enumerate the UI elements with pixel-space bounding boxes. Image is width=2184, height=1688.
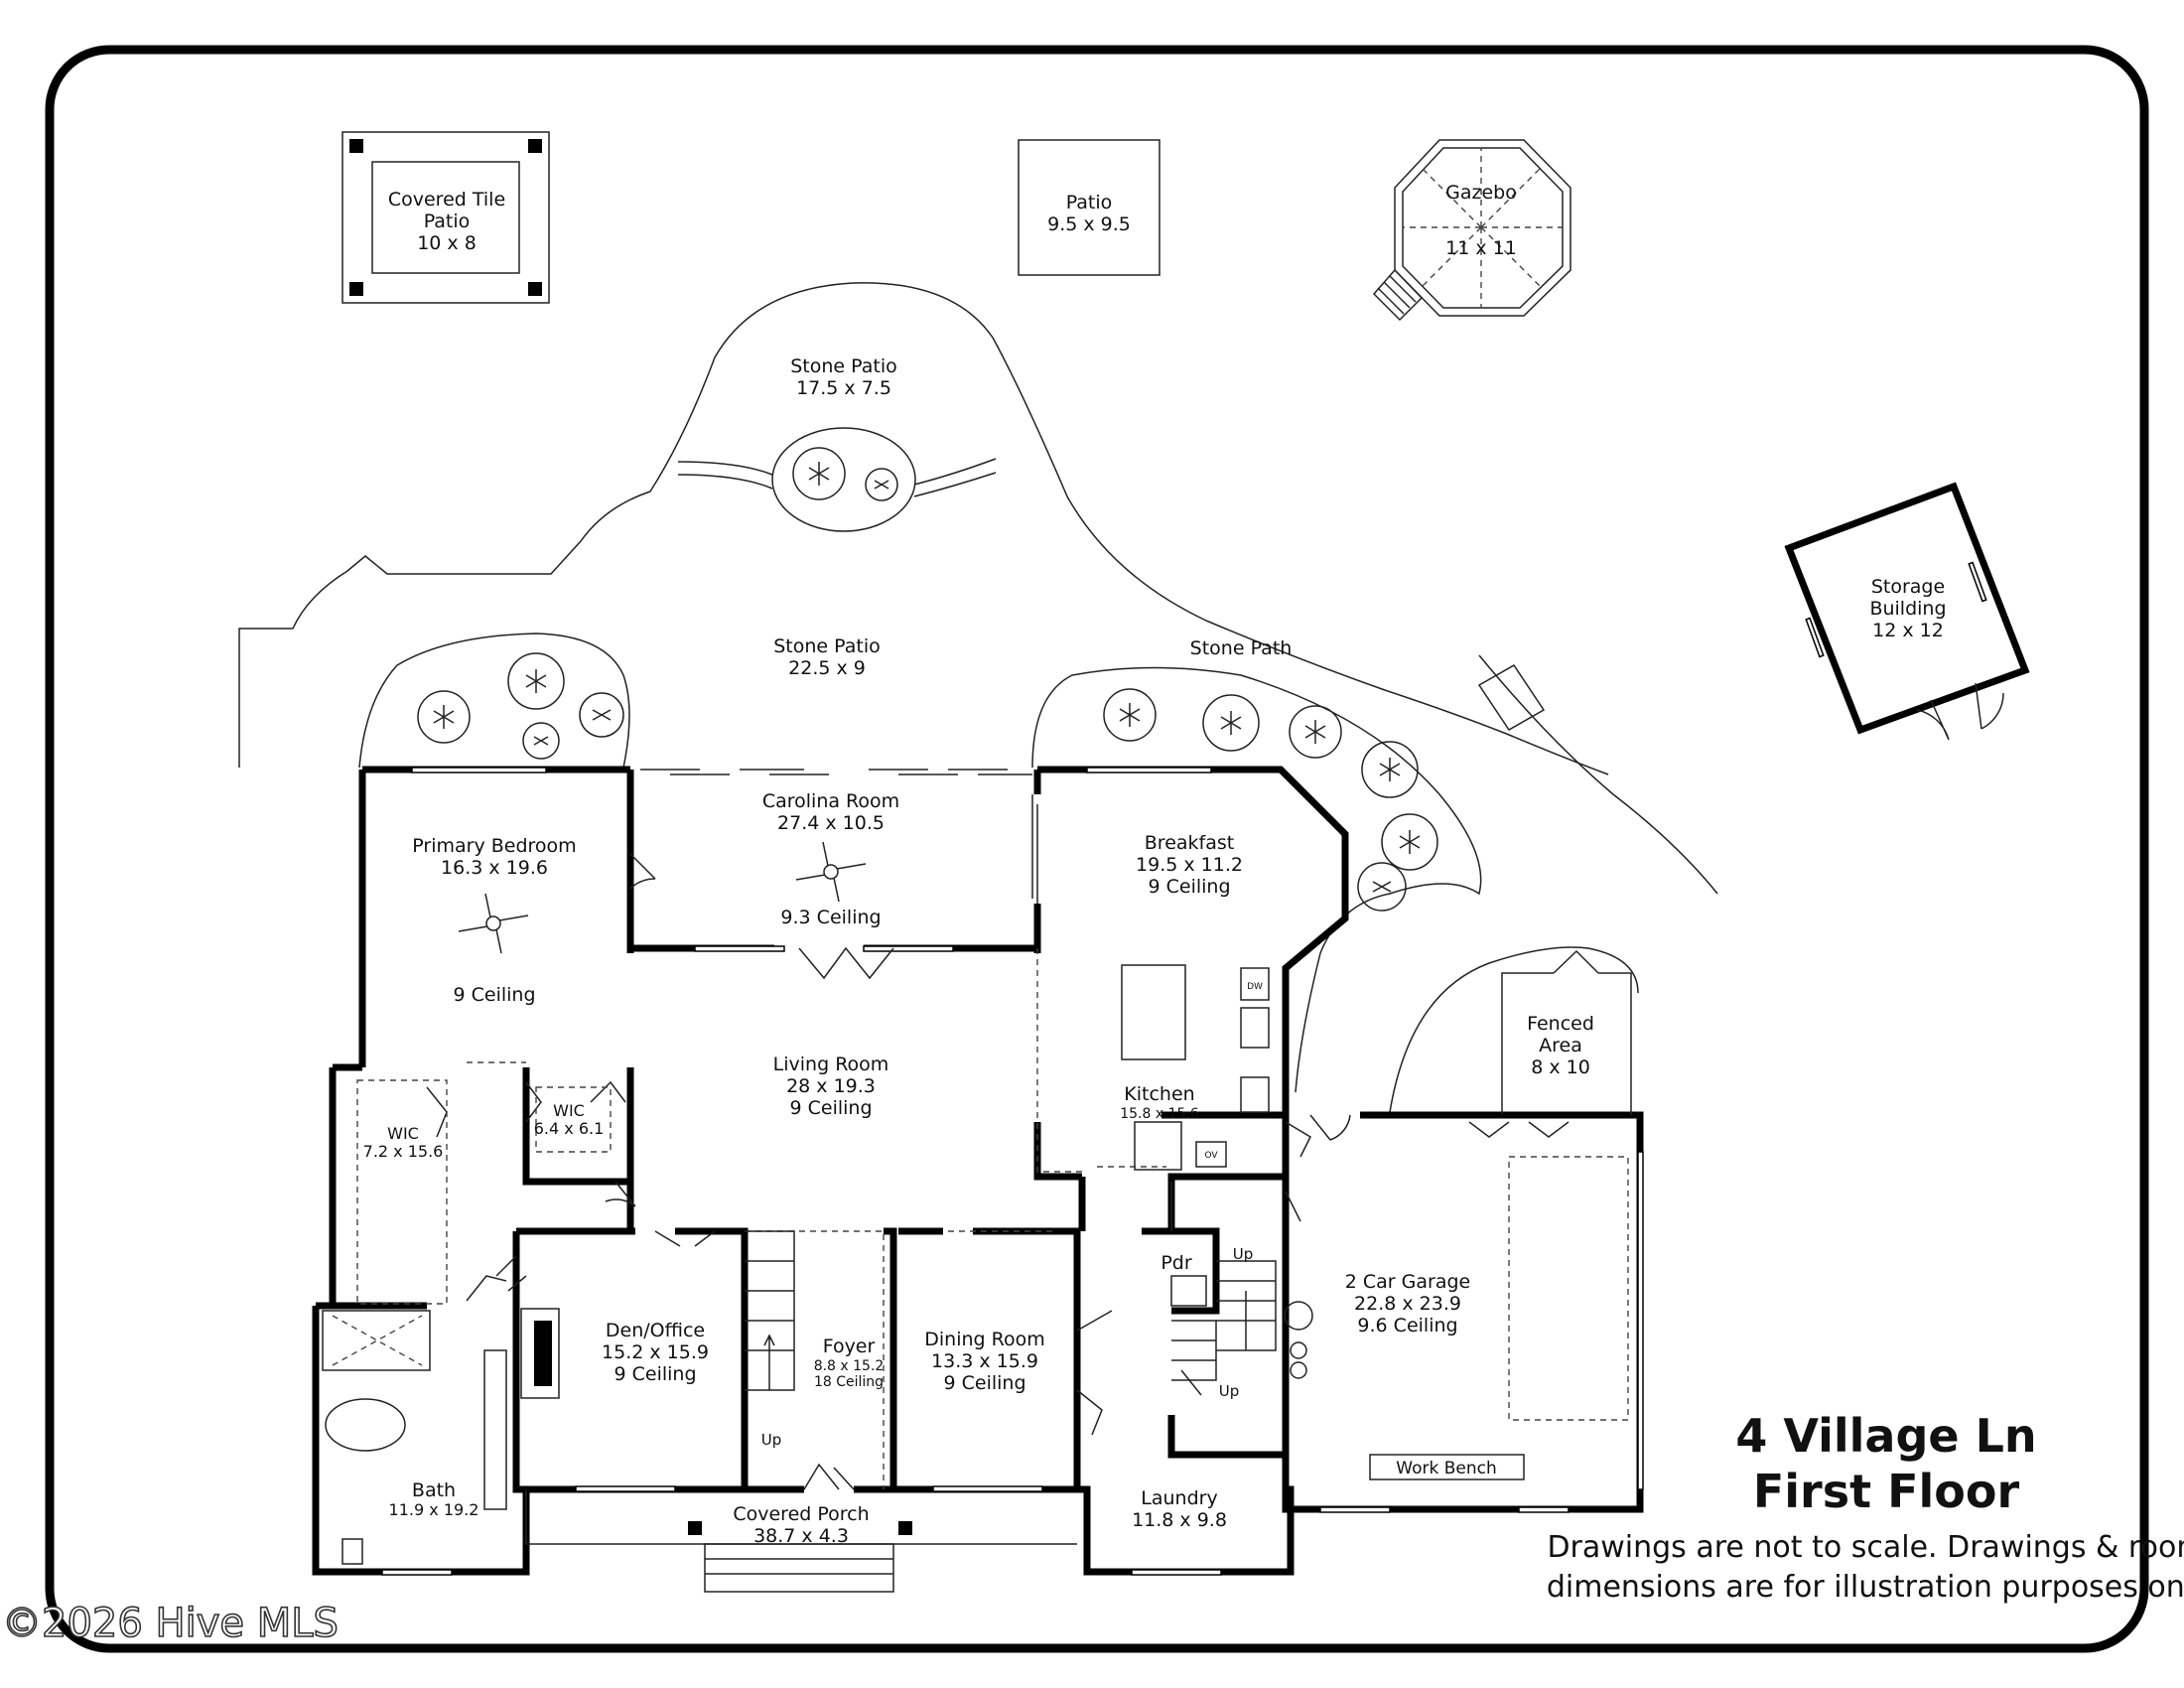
den-office-ceiling: 9 Ceiling [614, 1363, 696, 1385]
stairs [745, 1230, 1277, 1391]
bath-fixtures [322, 1275, 1313, 1565]
covered-tile-patio-name1: Covered Tile [388, 189, 505, 211]
bath-dims: 11.9 x 19.2 [389, 1500, 479, 1519]
wic-right-name: WIC [553, 1101, 585, 1120]
covered-porch [525, 1489, 1077, 1593]
garage-ceiling: 9.6 Ceiling [1357, 1315, 1457, 1336]
breakfast-dims: 19.5 x 11.2 [1136, 854, 1243, 876]
laundry-stairs-up: Up [1219, 1382, 1240, 1400]
foyer-stairs-up: Up [761, 1431, 782, 1449]
fenced-area-dims: 8 x 10 [1531, 1056, 1590, 1078]
primary-bedroom-dims: 16.3 x 19.6 [441, 857, 548, 879]
plan-title-address: 4 Village Ln [1735, 1409, 2036, 1463]
dining-room-dims: 13.3 x 15.9 [931, 1350, 1038, 1372]
ceiling-fan-icon [458, 841, 867, 954]
covered-tile-patio: Covered Tile Patio 10 x 8 [341, 131, 550, 304]
primary-bedroom-ceiling: 9 Ceiling [453, 984, 535, 1006]
pdr-name: Pdr [1160, 1252, 1192, 1274]
dishwasher-label: DW [1247, 982, 1263, 992]
plan-title-floor: First Floor [1753, 1465, 2020, 1518]
trees [417, 447, 1438, 912]
breakfast-ceiling: 9 Ceiling [1148, 876, 1230, 898]
wic-right-dims: 6.4 x 6.1 [534, 1119, 605, 1138]
foyer-dims: 8.8 x 15.2 [814, 1358, 885, 1374]
gazebo: Gazebo 11 x 11 [1372, 139, 1571, 322]
stone-patio-lower-name: Stone Patio [773, 635, 881, 657]
carolina-room-ceiling: 9.3 Ceiling [780, 907, 881, 928]
work-bench-label: Work Bench [1396, 1459, 1496, 1478]
wic-left-name: WIC [387, 1124, 419, 1143]
storage-building: Storage Building 12 x 12 [1784, 482, 2030, 741]
primary-bedroom-name: Primary Bedroom [412, 835, 576, 857]
den-office-name: Den/Office [606, 1320, 705, 1341]
stone-patio-upper-dims: 17.5 x 7.5 [796, 377, 891, 399]
disclaimer-line1: Drawings are not to scale. Drawings & ro… [1547, 1530, 2184, 1565]
kitchen-dims: 15.8 x 15.6 [1120, 1106, 1199, 1122]
storage-dims: 12 x 12 [1872, 620, 1944, 641]
living-room-dims: 28 x 19.3 [786, 1075, 876, 1097]
disclaimer-line2: dimensions are for illustration purposes… [1547, 1570, 2184, 1605]
fireplace-icon [520, 1308, 560, 1399]
dining-room-name: Dining Room [924, 1329, 1044, 1350]
laundry-dims: 11.8 x 9.8 [1132, 1509, 1227, 1531]
fenced-area-name1: Fenced [1527, 1013, 1594, 1035]
storage-name2: Building [1869, 598, 1946, 620]
living-room-name: Living Room [773, 1054, 889, 1075]
covered-porch-dims: 38.7 x 4.3 [753, 1525, 849, 1547]
sliding-doors [640, 769, 1038, 904]
wic-left-dims: 7.2 x 15.6 [363, 1142, 444, 1161]
garage-name: 2 Car Garage [1345, 1271, 1470, 1293]
covered-porch-name: Covered Porch [733, 1503, 869, 1525]
storage-name1: Storage [1871, 576, 1945, 598]
oven-label: OV [1204, 1151, 1218, 1161]
carolina-room-dims: 27.4 x 10.5 [777, 812, 885, 834]
patio: Patio 9.5 x 9.5 [1018, 139, 1160, 276]
laundry-name: Laundry [1141, 1487, 1217, 1509]
stone-patio-outline [238, 282, 1718, 1113]
copyright-watermark: ©2026 Hive MLS [2, 1601, 339, 1646]
stone-path-name: Stone Path [1190, 637, 1293, 659]
den-office-dims: 15.2 x 15.9 [602, 1341, 709, 1363]
house-walls [312, 766, 1644, 1576]
gazebo-name: Gazebo [1445, 182, 1517, 204]
windows [381, 767, 1644, 1576]
garage-dims: 22.8 x 23.9 [1354, 1293, 1461, 1315]
fenced-area-name2: Area [1539, 1035, 1582, 1056]
work-bench [1369, 1454, 1525, 1480]
covered-tile-patio-dims: 10 x 8 [417, 232, 477, 254]
breakfast-name: Breakfast [1145, 832, 1234, 854]
dashed-lines [356, 948, 1629, 1489]
bath-name: Bath [412, 1479, 456, 1501]
stone-patio-lower-dims: 22.5 x 9 [788, 657, 866, 679]
stone-patio-upper-name: Stone Patio [790, 355, 897, 377]
patio-name: Patio [1066, 192, 1113, 213]
garage-stairs-up: Up [1233, 1245, 1254, 1263]
dining-room-ceiling: 9 Ceiling [943, 1372, 1025, 1394]
carolina-room-name: Carolina Room [762, 790, 899, 812]
gazebo-dims: 11 x 11 [1445, 237, 1517, 259]
foyer-name: Foyer [823, 1336, 876, 1357]
patio-dims: 9.5 x 9.5 [1047, 213, 1131, 235]
kitchen-name: Kitchen [1124, 1083, 1194, 1105]
door-swings [426, 853, 1570, 1490]
kitchen-fixtures: DW OV [1121, 964, 1270, 1171]
plan-frame [45, 45, 2149, 1653]
covered-tile-patio-name2: Patio [424, 211, 471, 232]
living-room-ceiling: 9 Ceiling [789, 1097, 872, 1119]
foyer-ceiling: 18 Ceiling [814, 1374, 884, 1390]
